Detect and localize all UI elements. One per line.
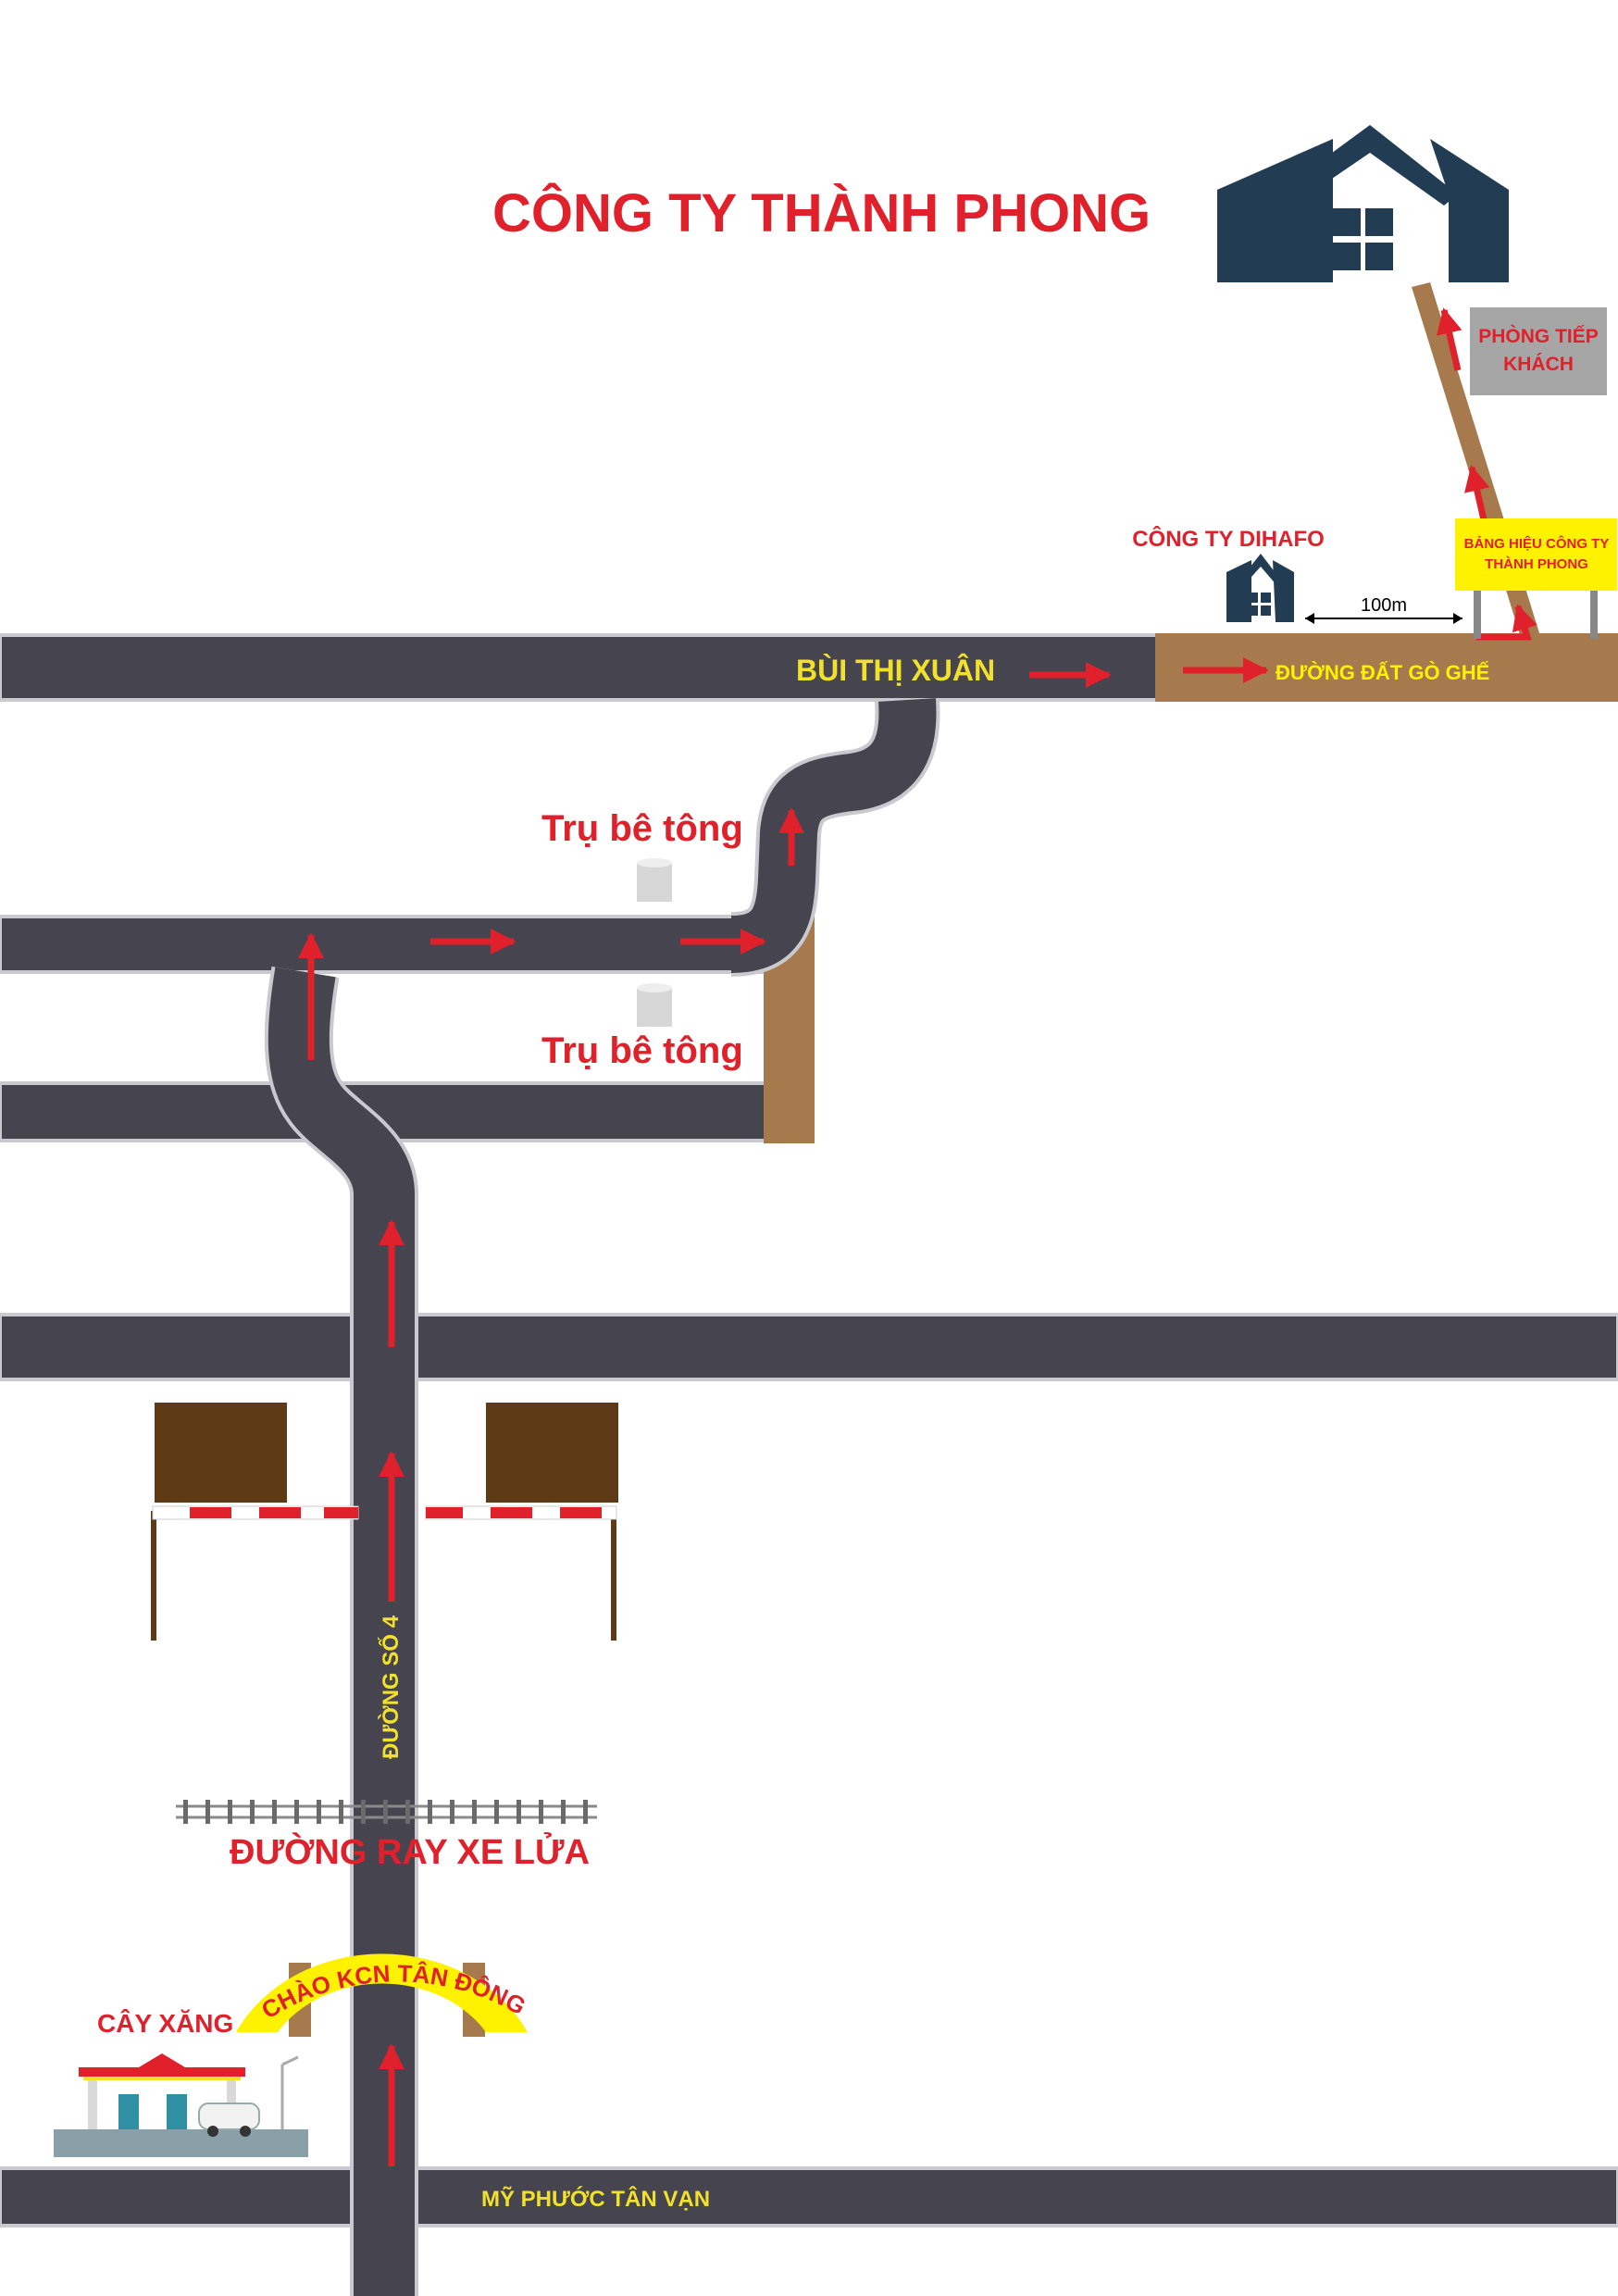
signboard	[1455, 518, 1617, 591]
pillar-label: Trụ bê tông	[541, 1030, 743, 1071]
dihafo-label: CÔNG TY DIHAFO	[1132, 526, 1325, 552]
pillar-label: Trụ bê tông	[541, 808, 743, 849]
signboard-post	[1590, 588, 1598, 639]
signboard-label: BẢNG HIỆU CÔNG TY	[1464, 535, 1610, 552]
signboard-turn-arrow	[1476, 604, 1537, 641]
gas-station-label: CÂY XĂNG	[97, 2009, 233, 2038]
railway-track-icon	[176, 1800, 597, 1824]
gas-station-icon	[54, 2053, 308, 2157]
barrier-post	[611, 1511, 616, 1641]
road-no4-label: ĐƯỜNG SỐ 4	[378, 1615, 404, 1759]
reception-box	[1470, 307, 1607, 395]
reception-label: PHÒNG TIẾP	[1478, 325, 1599, 347]
barrier-post	[151, 1511, 156, 1641]
signboard-label: THÀNH PHONG	[1485, 556, 1588, 572]
roads	[0, 633, 1618, 2227]
booth-right	[486, 1403, 618, 1503]
concrete-pillar-icon	[637, 858, 672, 902]
bui-thi-xuan-label: BÙI THỊ XUÂN	[796, 654, 995, 687]
road-wide-cross	[0, 1313, 1618, 1381]
road-duong-so-4	[268, 967, 415, 2296]
distance-label: 100m	[1361, 595, 1407, 616]
direction-arrow-icon	[1464, 465, 1490, 529]
concrete-pillar-icon	[637, 983, 672, 1027]
signboard-post	[1474, 588, 1481, 639]
checkpoint	[151, 1403, 618, 1641]
dirt-road-label: ĐƯỜNG ĐẤT GÒ GHẾ	[1276, 661, 1489, 684]
reception-label: KHÁCH	[1503, 354, 1574, 375]
direction-arrow-icon	[1437, 307, 1462, 371]
page-title: CÔNG TY THÀNH PHONG	[492, 183, 1151, 243]
railway-label: ĐƯỜNG RAY XE LỬA	[230, 1831, 590, 1872]
dihafo-house-icon	[1226, 554, 1294, 622]
my-phuoc-label: MỸ PHƯỚC TÂN VẠN	[481, 2186, 710, 2212]
company-house-icon	[1217, 125, 1509, 282]
road-upper-horizontal	[0, 915, 770, 974]
direction-arrows	[298, 307, 1490, 2166]
road-my-phuoc-tan-van	[0, 2166, 1618, 2227]
booth-left	[155, 1403, 287, 1503]
